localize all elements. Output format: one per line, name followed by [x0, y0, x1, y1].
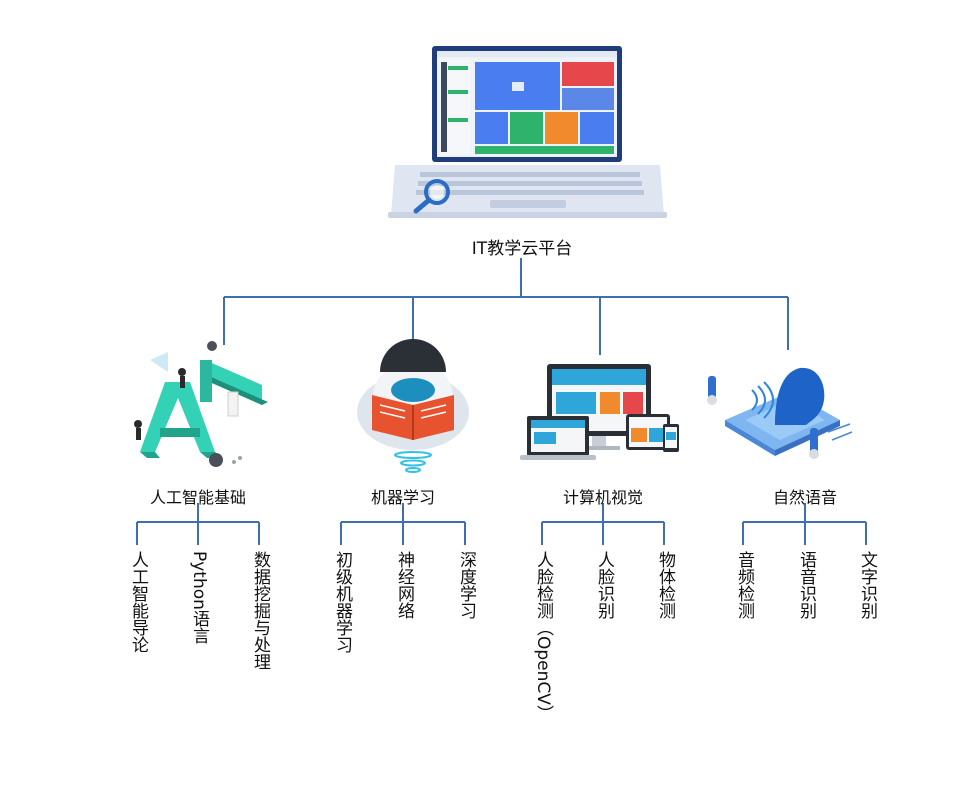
voice-head-illustration — [707, 367, 853, 459]
leaf-label: 深度学习 — [456, 551, 476, 619]
category-label-natural-voice: 自然语音 — [772, 488, 837, 507]
leaf-label: 神经网络 — [394, 551, 414, 619]
robot-reading-illustration — [357, 339, 469, 473]
leaf-label: 人工智能导论 — [128, 551, 148, 653]
ai-letters-illustration — [134, 341, 268, 467]
leaf-label: 数据挖掘与处理 — [250, 551, 270, 670]
leaf-label: 语音识别 — [796, 551, 816, 619]
category-label-computer-vision: 计算机视觉 — [562, 488, 643, 507]
category-label-ai-basics: 人工智能基础 — [149, 488, 246, 507]
leaf-label: 物体检测 — [655, 551, 675, 619]
leaf-label: 音频检测 — [734, 551, 754, 619]
category-label-machine-learning: 机器学习 — [370, 488, 435, 507]
root-node-label: IT教学云平台 — [471, 239, 573, 259]
connector-lines — [136, 258, 867, 545]
leaf-label: Python语言 — [189, 551, 209, 644]
laptop-illustration — [388, 46, 667, 218]
leaf-label: 人脸识别 — [594, 551, 614, 619]
leaf-label: 人脸检测（OpenCV） — [533, 551, 553, 722]
devices-illustration — [520, 364, 679, 460]
leaf-label: 初级机器学习 — [332, 551, 352, 653]
leaf-label: 文字识别 — [857, 551, 877, 619]
